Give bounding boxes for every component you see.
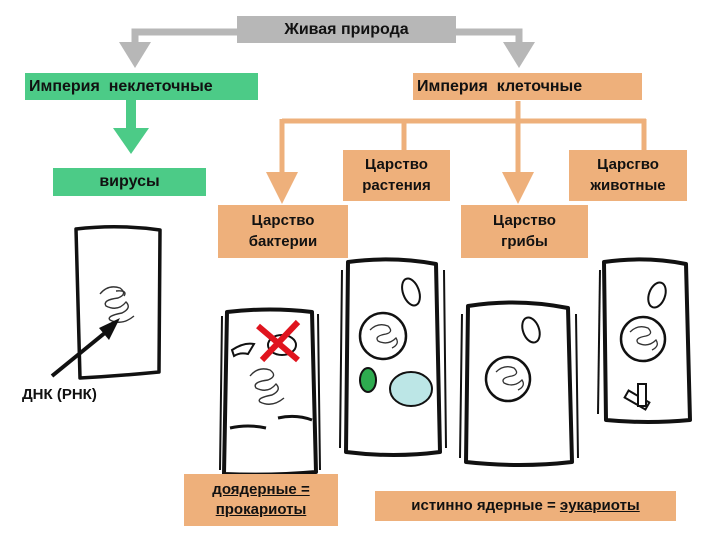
prokaryotes-line2: прокариоты bbox=[215, 501, 307, 518]
arrowhead-fungi bbox=[502, 172, 534, 204]
eukaryotes-prefix: истинно ядерные = bbox=[411, 496, 560, 514]
prokaryotes-line1: доядерные = bbox=[212, 480, 310, 498]
viruses-box: вирусы bbox=[53, 168, 206, 196]
dna-label: ДНК (РНК) bbox=[22, 386, 97, 403]
animal-nucleus bbox=[619, 315, 667, 363]
arrowhead-bacteria bbox=[266, 172, 298, 204]
dna-pointer-line bbox=[50, 330, 108, 378]
prokaryotes-box: доядерные = прокариоты bbox=[184, 474, 338, 526]
empire-noncellular-label: Империя неклеточные bbox=[29, 77, 213, 95]
plant-large-vacuole bbox=[389, 371, 433, 407]
fungus-vacuole bbox=[521, 316, 541, 344]
kingdom-plants-line2: растения bbox=[362, 176, 431, 194]
kingdom-plants-line1: Царство bbox=[365, 156, 428, 174]
animal-vacuole bbox=[647, 281, 667, 309]
plant-cell-wall bbox=[339, 269, 447, 449]
animal-cell-edge bbox=[597, 269, 601, 415]
empire-cellular-label: Империя клеточные bbox=[417, 77, 583, 95]
animal-centriole bbox=[637, 383, 647, 407]
viruses-label: вирусы bbox=[99, 173, 160, 191]
connector-root-right bbox=[456, 28, 523, 46]
plant-vacuole bbox=[401, 277, 421, 307]
arrowhead-root-left bbox=[119, 42, 151, 68]
plant-nucleus bbox=[358, 311, 408, 361]
connector-viruses bbox=[126, 100, 136, 130]
plant-chloroplast bbox=[359, 367, 377, 393]
kingdom-animals-line1: Царсгво bbox=[597, 156, 659, 174]
kingdom-plants-box: Царство растения bbox=[343, 150, 450, 201]
fungus-dna-coil bbox=[495, 366, 524, 391]
virus-outline bbox=[74, 225, 162, 380]
kingdom-fungi-box: Царство грибы bbox=[461, 205, 588, 258]
kingdom-bacteria-line2: бактерии bbox=[248, 232, 318, 250]
no-nucleus-cross-mark bbox=[259, 319, 301, 363]
animal-dna-coil bbox=[629, 326, 658, 351]
empire-noncellular-box: Империя неклеточные bbox=[25, 73, 258, 100]
eukaryotes-box: истинно ядерные = эукариоты bbox=[375, 491, 676, 521]
kingdom-bacteria-line1: Царство bbox=[251, 212, 315, 230]
root-box: Живая природа bbox=[237, 16, 456, 43]
bacterium-inclusion bbox=[230, 342, 256, 358]
kingdom-fungi-line2: грибы bbox=[501, 232, 548, 250]
fungus-nucleus bbox=[484, 355, 532, 403]
arrowhead-root-right bbox=[503, 42, 535, 68]
bacterium-inclusion bbox=[277, 414, 313, 422]
kingdom-bacteria-box: Царство бактерии bbox=[218, 205, 348, 258]
empire-cellular-box: Империя клеточные bbox=[413, 73, 642, 100]
connector-root-left bbox=[131, 28, 238, 46]
kingdom-animals-line2: животные bbox=[590, 176, 666, 194]
eukaryotes-text: истинно ядерные = эукариоты bbox=[411, 496, 639, 516]
root-label: Живая природа bbox=[284, 20, 409, 38]
eukaryotes-term: эукариоты bbox=[559, 496, 640, 514]
virus-dna-coil bbox=[99, 286, 135, 323]
fungus-cell-wall bbox=[459, 313, 579, 459]
bacterium-inclusion bbox=[229, 424, 267, 430]
bacterium-cell-outline-shadow bbox=[219, 313, 321, 471]
dna-pointer-arrowhead bbox=[99, 318, 120, 340]
kingdom-fungi-line1: Царство bbox=[493, 212, 556, 230]
arrowhead-viruses bbox=[113, 128, 149, 154]
bacterium-dna-coil bbox=[249, 368, 285, 405]
kingdom-animals-box: Царсгво животные bbox=[569, 150, 687, 201]
plant-dna-coil bbox=[369, 324, 398, 349]
